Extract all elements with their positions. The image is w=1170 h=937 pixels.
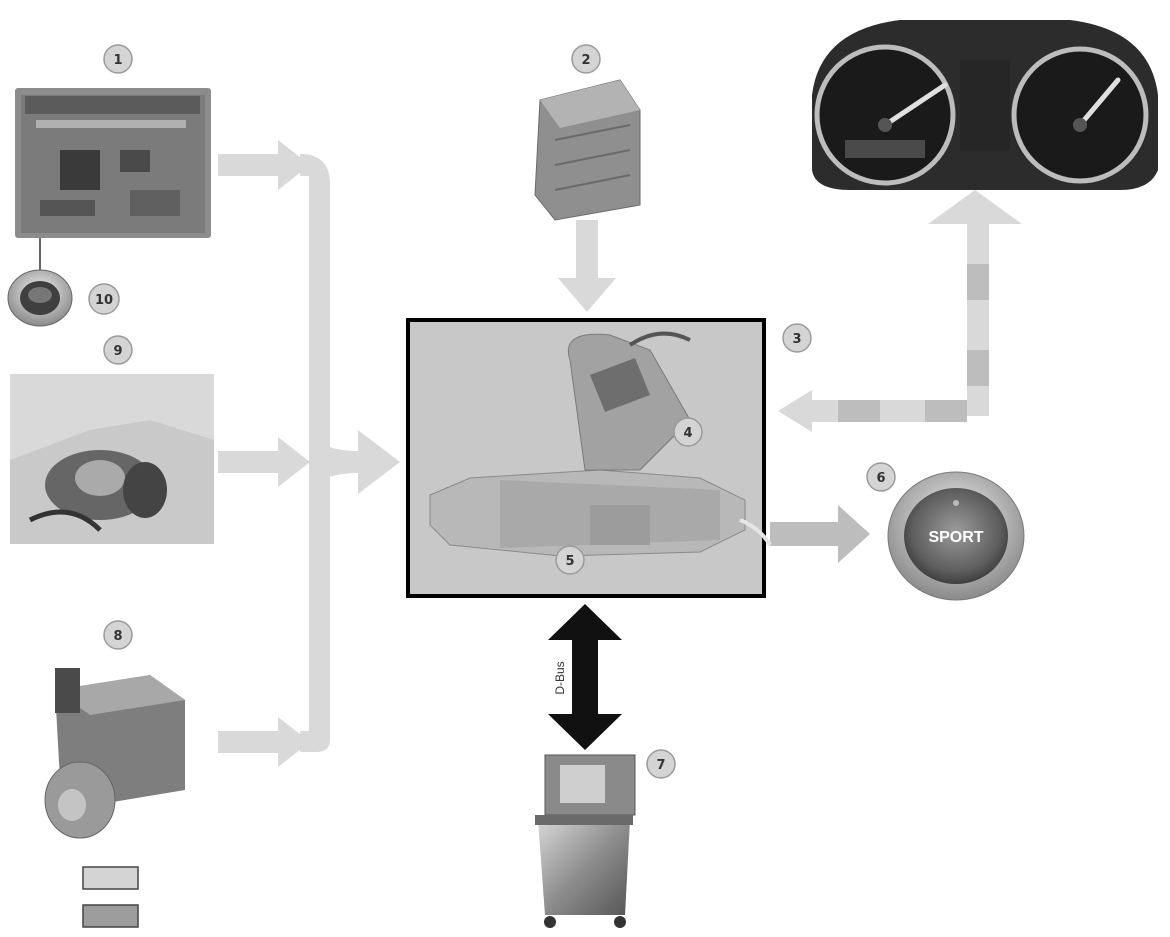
- badge-6-text: 6: [876, 471, 885, 486]
- small-button-image: [8, 270, 72, 326]
- badge-10: 10: [89, 284, 119, 314]
- engine-bay-image: [10, 374, 214, 544]
- arrow-to-sport: [770, 505, 870, 563]
- central-unit-box: [408, 320, 770, 596]
- arrow-cluster-link: [778, 190, 1022, 432]
- badge-2: 2: [572, 45, 600, 73]
- badge-3-text: 3: [792, 332, 801, 347]
- badge-7: 7: [647, 750, 675, 778]
- control-board-image: [15, 88, 211, 238]
- badge-9-text: 9: [113, 344, 122, 359]
- badge-10-text: 10: [95, 293, 113, 308]
- badge-2-text: 2: [581, 53, 590, 68]
- badge-8-text: 8: [113, 629, 122, 644]
- legend-swatch-dark: [83, 905, 138, 927]
- badge-1: 1: [104, 45, 132, 73]
- badge-4-text: 4: [683, 426, 692, 441]
- hydraulic-unit-image: [45, 668, 185, 838]
- badge-1-text: 1: [113, 53, 122, 68]
- badge-3: 3: [783, 324, 811, 352]
- badge-6: 6: [867, 463, 895, 491]
- input-arrows: [218, 140, 400, 767]
- control-module-image: [535, 80, 640, 220]
- instrument-cluster-image: [812, 20, 1158, 190]
- badge-4: 4: [674, 418, 702, 446]
- arrow-2-to-box: [558, 220, 616, 312]
- badge-8: 8: [104, 621, 132, 649]
- badge-9: 9: [104, 336, 132, 364]
- dbus-label: D-Bus: [553, 661, 567, 694]
- diagnostic-tester-image: [535, 755, 635, 928]
- legend-swatch-light: [83, 867, 138, 889]
- badge-5-text: 5: [565, 554, 574, 569]
- badge-7-text: 7: [656, 758, 665, 773]
- badge-5: 5: [556, 546, 584, 574]
- sport-button-text: SPORT: [928, 529, 983, 546]
